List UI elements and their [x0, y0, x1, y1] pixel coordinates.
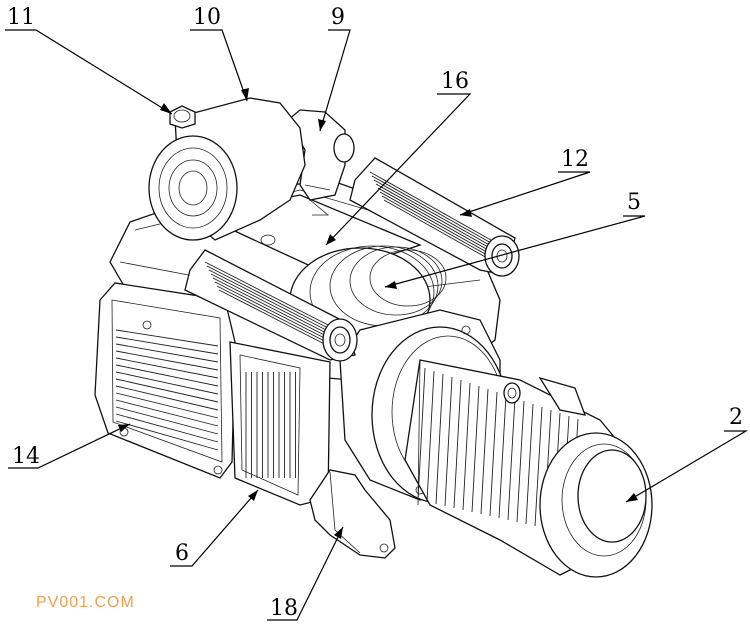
- support-foot-part-18: [309, 469, 396, 559]
- motor-fin: [417, 367, 426, 501]
- cylinder-fin: [377, 187, 507, 261]
- inlet-fitting-part-11: [169, 105, 196, 129]
- callout-2-label: 2: [729, 405, 743, 430]
- motor-fin: [498, 394, 507, 519]
- cover-fin: [115, 378, 219, 403]
- cylinder-fin: [210, 273, 337, 339]
- cylinder-fin: [212, 277, 339, 343]
- callout-11: 11: [5, 5, 173, 115]
- side-cover-part-14: [94, 282, 236, 479]
- motor-fin: [507, 397, 516, 521]
- callout-5-label: 5: [627, 190, 641, 215]
- motor-fin: [516, 400, 525, 523]
- louver-box-part-6: [229, 341, 331, 506]
- cylinder-fin: [373, 179, 503, 253]
- motor-fin: [453, 379, 462, 509]
- callout-6: 6: [170, 489, 259, 567]
- callout-5: 5: [384, 190, 646, 289]
- cover-fin: [115, 371, 219, 395]
- filter-canister-part-10: [148, 97, 306, 241]
- callout-2: 2: [625, 405, 749, 503]
- cylinder-fin: [204, 261, 331, 327]
- callout-9: 9: [318, 5, 351, 132]
- callout-6-label: 6: [175, 541, 189, 566]
- callout-14: 14: [8, 423, 131, 469]
- motor-fin: [462, 382, 471, 511]
- cover-fin: [115, 329, 219, 347]
- callout-16-label: 16: [441, 69, 469, 94]
- cover-fin: [115, 385, 219, 411]
- callout-11-label: 11: [7, 5, 35, 30]
- cover-fin: [115, 392, 219, 419]
- cylinder-fin: [214, 281, 341, 347]
- cylinder-fin: [206, 265, 333, 331]
- callout-12: 12: [459, 147, 591, 217]
- callout-18: 18: [267, 526, 344, 621]
- callout-14-label: 14: [12, 444, 40, 469]
- motor-part-2: [404, 359, 653, 578]
- callout-16: 16: [325, 69, 472, 246]
- cylinder-fin: [216, 285, 343, 351]
- cover-fin: [115, 350, 219, 371]
- callout-18-label: 18: [270, 596, 298, 621]
- callout-9-label: 9: [331, 5, 345, 30]
- cover-fin: [115, 420, 219, 451]
- finned-cylinder-front: [184, 249, 358, 362]
- motor-fin: [426, 370, 435, 503]
- motor-fin: [444, 376, 453, 507]
- cylinder-fin: [208, 269, 335, 335]
- cover-fin: [115, 357, 219, 379]
- cover-fin: [115, 413, 219, 443]
- motor-fin: [471, 385, 480, 513]
- cover-fin: [115, 399, 219, 427]
- motor-fin: [435, 373, 444, 505]
- callout-10-label: 10: [193, 5, 221, 30]
- callout-10: 10: [190, 5, 249, 102]
- motor-fin: [525, 403, 534, 525]
- callout-12-label: 12: [561, 147, 589, 172]
- watermark-text: PV001.COM: [36, 594, 135, 611]
- finned-cylinder-part-12: [349, 157, 520, 277]
- cylinder-fin: [371, 175, 501, 249]
- cylinder-fin: [369, 171, 499, 245]
- cover-fin: [115, 364, 219, 387]
- motor-fin: [489, 391, 498, 517]
- cover-fin: [115, 336, 219, 355]
- motor-fin: [534, 406, 543, 527]
- cylinder-fin: [375, 183, 505, 257]
- cover-fin: [115, 343, 219, 363]
- motor-fin: [480, 388, 489, 515]
- cover-fin: [115, 406, 219, 435]
